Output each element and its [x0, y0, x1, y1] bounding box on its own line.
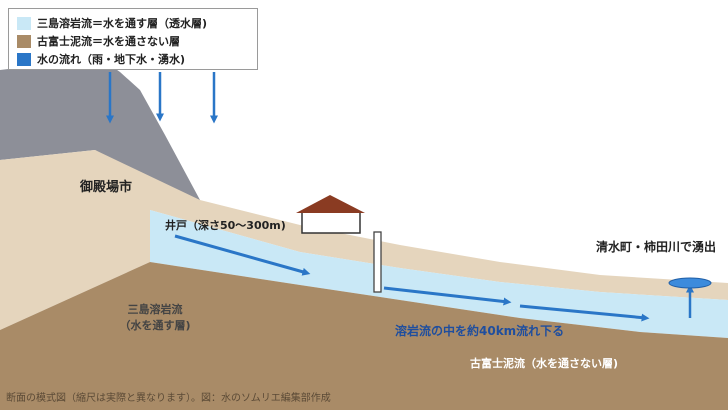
legend-item-mud: 古富士泥流＝水を通さない層: [17, 33, 180, 49]
flow-label: 溶岩流の中を約40km流れ下る: [395, 324, 565, 338]
groundwater-arrow: [519, 304, 650, 322]
mountain: [0, 58, 200, 200]
lava-flow-layer: [150, 210, 728, 338]
lava-layer-label-line2: （水を通す層): [119, 319, 191, 332]
legend-label-lava: 三島溶岩流＝水を通す層（透水層): [37, 17, 208, 30]
legend-label-mud: 古富士泥流＝水を通さない層: [37, 35, 180, 48]
groundwater-arrow: [383, 286, 512, 306]
legend-item-lava: 三島溶岩流＝水を通す層（透水層): [17, 15, 207, 31]
lava-layer-label-line1: 三島溶岩流: [127, 303, 183, 316]
lava-layer-label: 三島溶岩流 （水を通す層): [100, 301, 210, 333]
legend: 三島溶岩流＝水を通す層（透水層) 古富士泥流＝水を通さない層 水の流れ（雨・地下…: [8, 8, 258, 70]
legend-item-water: 水の流れ（雨・地下水・湧水): [17, 51, 185, 67]
legend-swatch-lava: [17, 16, 31, 30]
mud-layer-label: 古富士泥流（水を通さない層): [470, 357, 619, 370]
mud-flow-layer: [0, 262, 728, 410]
surface-soil-layer: [0, 150, 728, 330]
spring-pond: [668, 277, 712, 289]
groundwater-arrow: [174, 234, 311, 276]
well-label: 井戸（深さ50〜300m): [165, 219, 286, 232]
house-wall: [301, 211, 361, 234]
caption: 断面の模式図（縮尺は実際と異なります）。図：水のソムリエ編集部作成: [6, 393, 331, 404]
house-roof: [296, 195, 365, 213]
groundwater-arrows: [174, 234, 694, 322]
city-label: 御殿場市: [80, 180, 133, 195]
legend-label-water: 水の流れ（雨・地下水・湧水): [37, 53, 186, 66]
legend-swatch-water: [17, 52, 31, 66]
spring-place-label: 清水町・柿田川で湧出: [596, 240, 717, 254]
rain-arrows: [106, 72, 218, 124]
house: [296, 195, 365, 234]
legend-swatch-mud: [17, 34, 31, 48]
well-pipe: [373, 231, 382, 293]
